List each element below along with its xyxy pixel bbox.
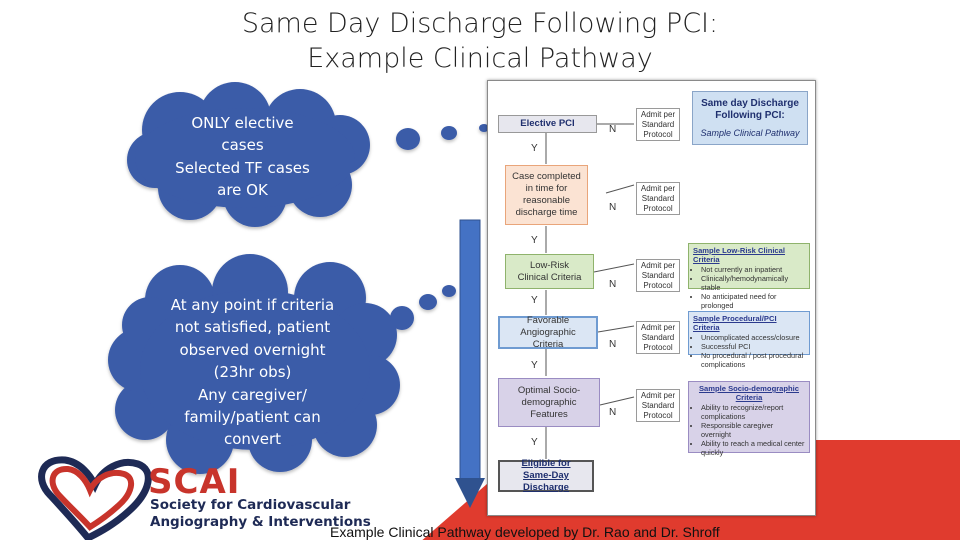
top-cloud-line: ONLY elective — [191, 114, 294, 132]
header-line-1: Same day Discharge — [701, 97, 799, 109]
criteria-item: Responsible caregiver overnight — [701, 421, 805, 439]
bottom-cloud-line: convert — [223, 430, 282, 449]
top-cloud-line: are OK — [217, 181, 268, 200]
header-line-2: Following PCI: — [715, 109, 785, 121]
top-cloud-line: cases — [221, 136, 264, 155]
step-case-completed: Case completed in time for reasonable di… — [505, 165, 588, 225]
admit-text: Protocol — [643, 129, 673, 139]
header-subtitle: Sample Clinical Pathway — [700, 127, 800, 138]
no-label: N — [609, 339, 617, 350]
criteria-item: Ability to reach a medical center quickl… — [701, 439, 805, 457]
criteria-title: Sample Low-Risk Clinical Criteria — [693, 246, 785, 264]
pathway-connectors — [545, 123, 635, 459]
no-label: N — [609, 279, 617, 290]
admit-text: Admit per — [640, 260, 676, 270]
admit-text: Standard — [641, 193, 675, 203]
bottom-cloud-line: family/patient can — [184, 408, 321, 427]
admit-text: Admit per — [640, 183, 676, 193]
admit-text: Standard — [641, 400, 675, 410]
criteria-socio-demographic: Sample Socio-demographic Criteria Abilit… — [688, 381, 810, 457]
step-socio-demographic: Optimal Socio-demographic Features — [498, 378, 600, 427]
criteria-item: Clinically/hemodynamically stable — [701, 274, 805, 292]
bubble-top-3 — [479, 124, 489, 132]
down-arrow-icon — [455, 219, 485, 508]
criteria-item: Uncomplicated access/closure — [701, 333, 805, 342]
criteria-title: Sample Socio-demographic Criteria — [698, 384, 799, 402]
admit-text: Protocol — [643, 410, 673, 420]
final-eligible-discharge: Eligible for Same-Day Discharge — [498, 458, 594, 493]
admit-text: Standard — [641, 119, 675, 129]
step-favorable-angiographic: Favorable Angiographic Criteria — [498, 315, 598, 350]
bubble-bottom-2 — [419, 294, 437, 310]
yes-label: Y — [531, 437, 538, 448]
criteria-item: Ability to recognize/report complication… — [701, 403, 805, 421]
bubble-top-1 — [396, 128, 420, 150]
bottom-cloud-line: (23hr obs) — [213, 363, 292, 382]
admit-text: Protocol — [643, 342, 673, 352]
admit-text: Admit per — [640, 322, 676, 332]
criteria-item: Successful PCI — [701, 342, 805, 351]
bubble-bottom-3 — [442, 285, 456, 297]
footer-credit: Example Clinical Pathway developed by Dr… — [330, 524, 720, 540]
top-cloud-shape — [127, 82, 370, 227]
admit-text: Protocol — [643, 280, 673, 290]
bottom-cloud-line: Any caregiver/ — [198, 385, 307, 404]
criteria-item: No procedural / post procedural complica… — [701, 351, 805, 369]
criteria-title: Sample Procedural/PCI Criteria — [693, 314, 777, 332]
admit-text: Standard — [641, 332, 675, 342]
title-line-1: Same Day Discharge Following PCI: — [241, 8, 719, 39]
logo-abbreviation: SCAI — [148, 462, 241, 502]
step-low-risk-criteria: Low-Risk Clinical Criteria — [505, 254, 594, 289]
yes-label: Y — [531, 360, 538, 371]
bottom-cloud-line: At any point if criteria — [170, 296, 335, 314]
criteria-procedural: Sample Procedural/PCI Criteria Uncomplic… — [688, 311, 810, 369]
admit-text: Standard — [641, 270, 675, 280]
no-label: N — [609, 202, 617, 213]
criteria-low-risk: Sample Low-Risk Clinical Criteria Not cu… — [688, 243, 810, 319]
admit-text: Admit per — [640, 109, 676, 119]
admit-text: Admit per — [640, 390, 676, 400]
admit-text: Protocol — [643, 203, 673, 213]
slide-title: Same Day Discharge Following PCI: Exampl… — [0, 6, 960, 76]
yes-label: Y — [531, 143, 538, 154]
criteria-item: Not currently an inpatient — [701, 265, 805, 274]
no-label: N — [609, 124, 617, 135]
no-label: N — [609, 407, 617, 418]
logo-name-line-2: Angiography & Interventions — [150, 514, 371, 530]
bottom-cloud-line: observed overnight — [179, 340, 326, 359]
top-cloud-line: Selected TF cases — [175, 158, 310, 177]
yes-label: Y — [531, 235, 538, 246]
bottom-cloud-shape — [108, 254, 400, 474]
bubble-bottom-1 — [390, 306, 414, 330]
bottom-cloud-text: At any point if criteria not satisfied, … — [145, 294, 360, 451]
pathway-header: Same day Discharge Following PCI: Sample… — [692, 91, 808, 145]
title-line-2: Example Clinical Pathway — [307, 43, 653, 74]
bottom-cloud-line: not satisfied, patient — [174, 318, 331, 337]
bubble-top-2 — [441, 126, 457, 140]
yes-label: Y — [531, 295, 538, 306]
scai-heart-logo-icon — [38, 456, 152, 540]
step-elective-pci: Elective PCI — [498, 115, 597, 133]
logo-name-line-1: Society for Cardiovascular — [150, 497, 351, 513]
top-cloud-text: ONLY elective cases Selected TF cases ar… — [160, 112, 325, 202]
clinical-pathway-panel: Same day Discharge Following PCI: Sample… — [487, 80, 816, 516]
